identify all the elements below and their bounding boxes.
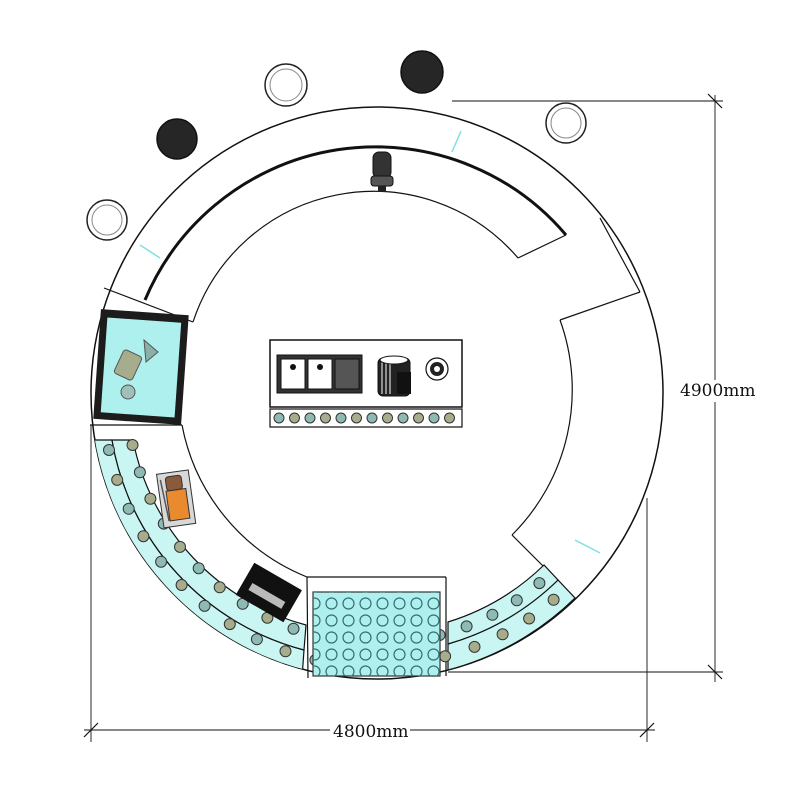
glass-accent	[139, 244, 161, 259]
glass-icon	[428, 412, 440, 424]
coffee-machine-icon	[377, 355, 411, 397]
bar-stool-icon	[264, 63, 308, 107]
glass-icon	[382, 412, 393, 424]
glass-icon	[335, 412, 347, 424]
wine-bottle-icon	[103, 444, 115, 456]
sink-icon	[276, 354, 363, 394]
wine-bottle-icon	[122, 502, 135, 515]
wine-bottle-icon	[439, 650, 452, 663]
bar-stool-seat	[91, 204, 123, 236]
bar-stool-icon	[545, 102, 587, 144]
wine-bottle-icon	[126, 439, 139, 451]
bar-stool-icon	[156, 118, 198, 160]
wine-bottle-icon	[144, 492, 157, 505]
wine-bottle-icon	[287, 622, 300, 635]
wine-bottle-icon	[279, 645, 292, 658]
cutting-board-icon	[155, 469, 197, 529]
wine-bottle-icon	[486, 608, 499, 621]
right-divider	[599, 217, 641, 293]
glass-accent	[451, 130, 462, 153]
island-glass-row	[273, 412, 455, 424]
wine-bottle-icon	[111, 473, 124, 486]
wine-bottle-icon	[223, 618, 236, 631]
wine-bottle-icon	[250, 633, 263, 646]
display-cabinet	[93, 309, 189, 425]
chair-icon	[370, 151, 394, 192]
glass-icon	[397, 412, 409, 424]
bar-stools	[86, 50, 587, 241]
wine-bottle-icon	[137, 530, 150, 543]
glass-icon	[366, 412, 378, 424]
wine-bottle-icon	[174, 540, 186, 553]
left-counter-inner	[181, 424, 308, 578]
glass-accent	[574, 539, 601, 554]
width-dimension-label: 4800mm	[333, 722, 409, 742]
wine-bottle-icon	[547, 593, 560, 606]
bottles-right	[405, 577, 560, 669]
wine-bottle-icon	[155, 555, 168, 568]
central-island	[269, 339, 463, 428]
right-counter-inner	[511, 319, 573, 536]
wine-bottle-icon	[198, 599, 211, 612]
stove-burner-icon	[425, 357, 449, 381]
glass-icon	[320, 412, 331, 424]
work-zone-arc	[192, 190, 519, 323]
glass-icon	[444, 412, 455, 424]
counter-inner-edge	[143, 145, 568, 301]
wine-bottle-icon	[213, 581, 226, 594]
right-counter-top	[559, 291, 641, 321]
counter-top-return	[517, 234, 567, 259]
bottom-unit-left	[306, 576, 309, 679]
bar-stool-icon	[86, 199, 128, 241]
glass-icon	[351, 412, 362, 424]
oven-icon	[235, 562, 302, 623]
wine-bottle-icon	[133, 466, 146, 479]
wine-bottle-icon	[460, 620, 473, 633]
bar-stool-seat	[550, 107, 582, 139]
glass-washer-rack	[312, 591, 441, 677]
wine-bottle-icon	[533, 577, 546, 590]
bar-stool-seat	[269, 68, 303, 102]
wine-bottle-icon	[192, 562, 205, 575]
wine-bottle-icon	[523, 612, 536, 625]
wine-bottle-icon	[496, 628, 509, 641]
glass-icon	[289, 412, 300, 424]
glass-icon	[273, 412, 285, 424]
glass-icon	[413, 412, 424, 424]
height-dimension-label: 4900mm	[680, 381, 756, 401]
wine-bottle-icon	[175, 579, 188, 591]
dimension-lines	[83, 93, 723, 742]
island-glass-rack	[269, 408, 463, 428]
bar-stool-icon	[400, 50, 444, 94]
glass-icon	[304, 412, 316, 424]
wine-bottle-icon	[468, 640, 481, 653]
wine-bottle-icon	[510, 594, 523, 607]
